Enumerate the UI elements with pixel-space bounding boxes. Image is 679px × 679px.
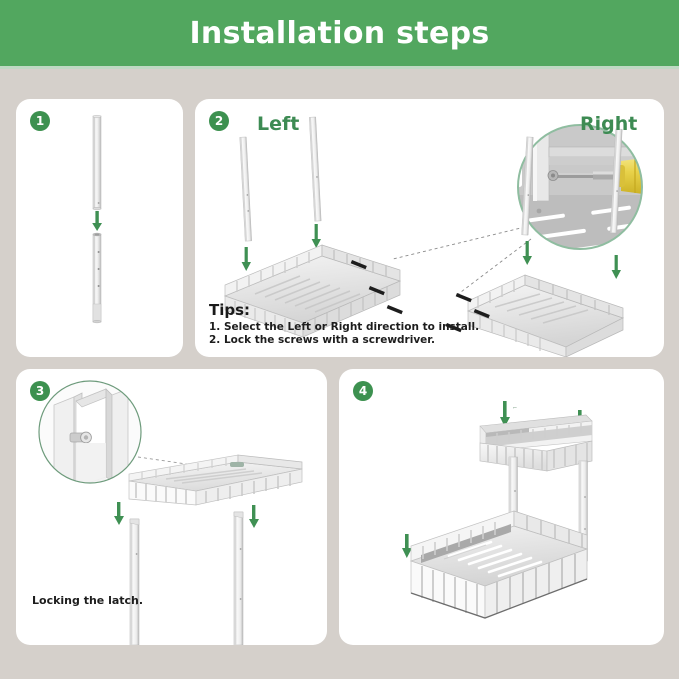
tips-line-1: 1. Select the Left or Right direction to… <box>209 321 480 333</box>
down-arrow-icon <box>611 255 621 279</box>
step-panel-2: 2 Left Right <box>195 99 664 357</box>
header-underline <box>0 66 679 69</box>
down-arrow-icon <box>402 534 412 558</box>
label-right: Right <box>580 113 638 135</box>
tips-title: Tips: <box>209 301 251 319</box>
step-panel-4: 4 <box>339 369 664 645</box>
step-badge-3: 3 <box>30 381 50 401</box>
step-3-illustration <box>38 380 303 645</box>
latch-caption: Locking the latch. <box>32 594 144 607</box>
detail-leader-lines <box>392 226 532 296</box>
down-arrow-icon: ⌐ <box>500 401 517 427</box>
step-badge-2: 2 <box>209 111 229 131</box>
step-panel-1: 1 <box>16 99 183 357</box>
lower-pole-part <box>92 232 102 324</box>
step-panel-3: 3 <box>16 369 327 645</box>
right-assembly <box>445 128 625 357</box>
page-header: Installation steps <box>0 0 679 66</box>
down-arrow-icon <box>92 211 102 231</box>
bottom-shelf <box>409 510 589 619</box>
step-2-illustration <box>223 116 643 357</box>
down-arrow-icon <box>311 224 321 248</box>
steps-grid: 1 <box>16 99 664 659</box>
right-tray <box>445 274 625 357</box>
top-shelf <box>479 414 593 472</box>
step-badge-1: 1 <box>30 111 50 131</box>
down-arrow-icon <box>241 247 251 271</box>
step-1-illustration <box>92 115 102 324</box>
down-arrow-icon <box>522 241 532 265</box>
step-3-pole-right <box>233 511 244 645</box>
left-tray <box>223 244 403 338</box>
svg-text:⌐: ⌐ <box>513 405 517 411</box>
tips-block: Tips: 1. Select the Left or Right direct… <box>209 301 479 347</box>
step-4-illustration: ⌐ <box>402 401 593 619</box>
upper-pole-part <box>92 115 102 211</box>
page-title: Installation steps <box>189 15 490 51</box>
latch-leader-line <box>137 456 222 470</box>
tips-line-2: 2. Lock the screws with a screwdriver. <box>209 334 435 346</box>
step-3-pole-left <box>129 518 140 645</box>
down-arrow-icon <box>249 505 259 528</box>
down-arrow-icon <box>114 502 124 525</box>
step-badge-4: 4 <box>353 381 373 401</box>
label-left: Left <box>257 113 300 135</box>
magnified-latch-icon <box>38 380 142 484</box>
left-assembly <box>223 116 403 338</box>
step-3-shelf <box>128 454 303 506</box>
